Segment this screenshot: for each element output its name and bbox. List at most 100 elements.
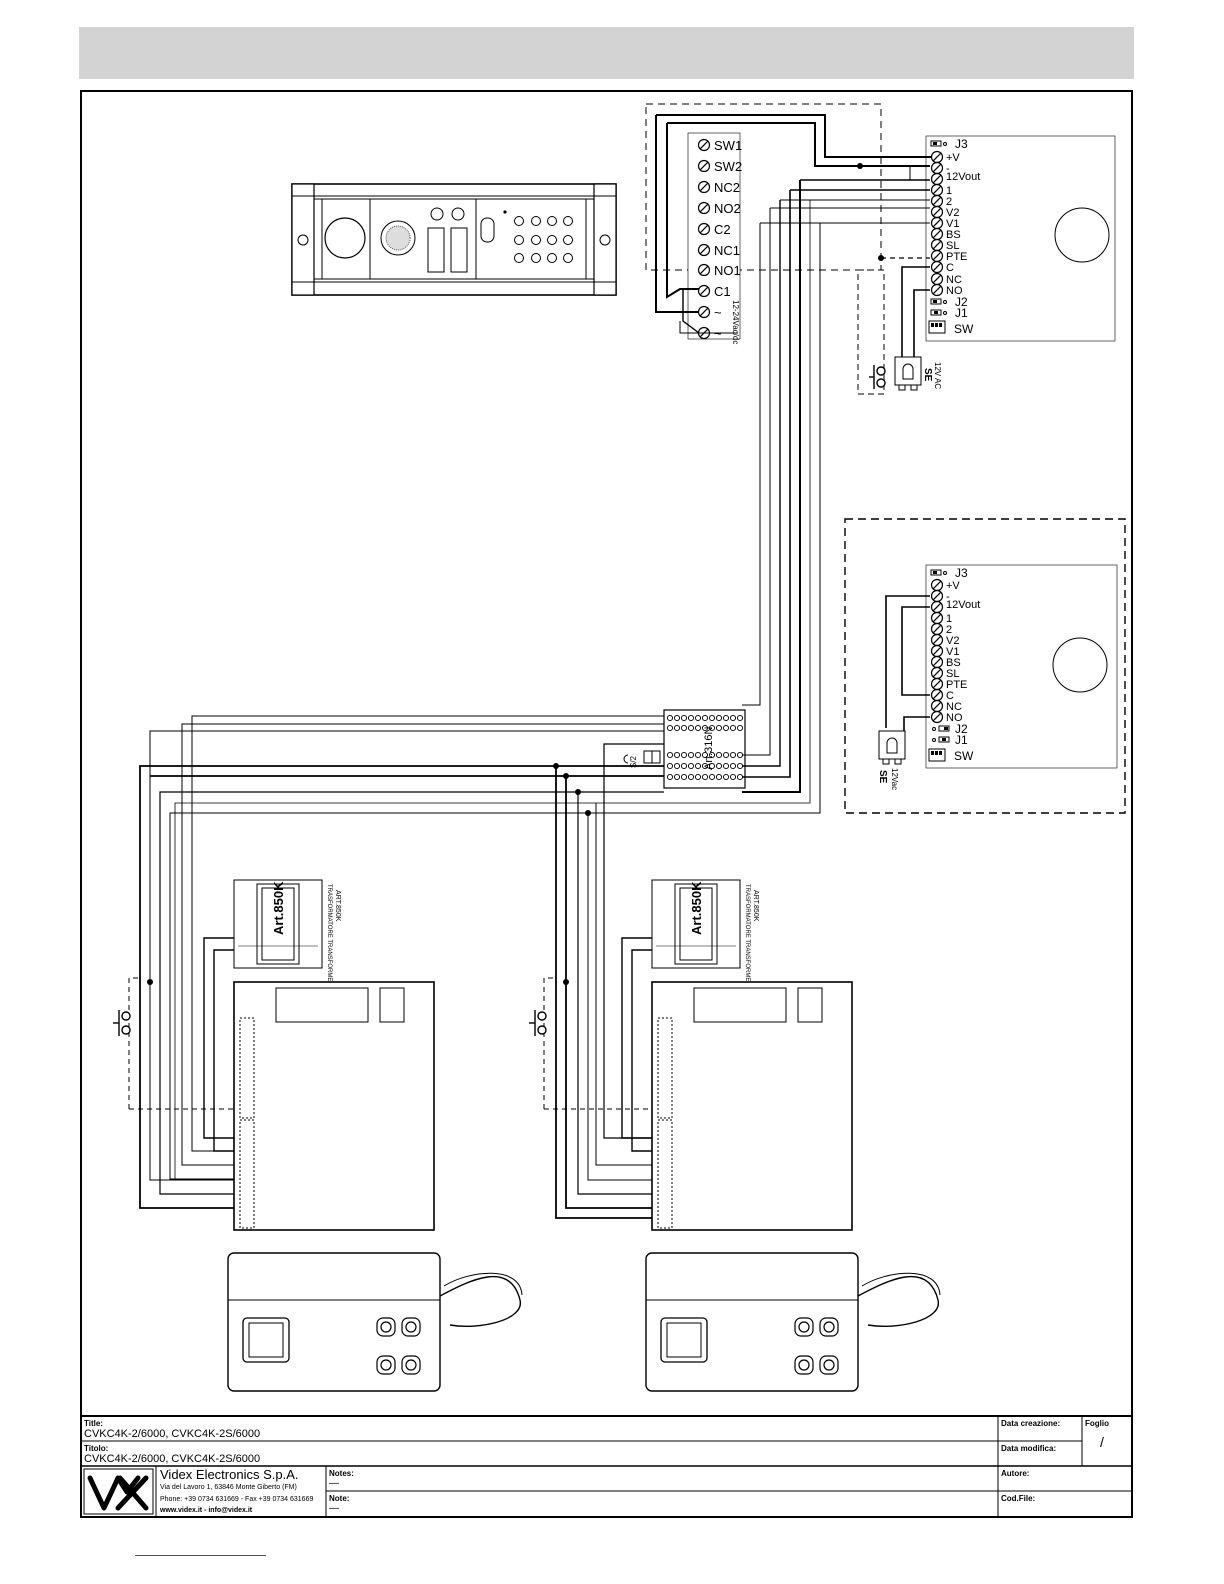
company-phone: Phone: +39 0734 631669 - Fax +39 0734 63… [160, 1496, 314, 1503]
led-indicator [451, 207, 465, 221]
keypad [514, 216, 573, 263]
transformer-2-code: ART.850K [752, 890, 759, 922]
drawing-frame [80, 90, 1133, 1518]
panel-terminal-label: C1 [714, 284, 731, 299]
svg-text:J2: J2 [955, 722, 968, 736]
camera-board-1-terminals: J3 +V - 12Vout 1 2 V2 V1 BS SL PTE C NC … [928, 137, 980, 336]
panel-terminal-label: C2 [714, 222, 731, 237]
svg-text:J1: J1 [955, 306, 968, 320]
footer-link-underline[interactable] [135, 1555, 266, 1556]
exit-button-1 [857, 269, 886, 395]
lock-2-sublabel: 12Vac [890, 768, 899, 790]
svg-text:SW: SW [954, 749, 974, 763]
electric-lock-2: SE 12Vac [877, 730, 906, 790]
jumper-label: S/2 [629, 755, 638, 768]
titolo-value: CVKC4K-2/6000, CVKC4K-2S/6000 [84, 1453, 261, 1465]
company-address: Via del Lavoro 1, 63846 Monte Giberto (F… [160, 1484, 297, 1491]
monitor-2 [645, 1252, 941, 1392]
panel-terminal-label: SW2 [714, 159, 742, 174]
transformer-1-model: Art.850K [271, 881, 286, 935]
wires [128, 114, 931, 1219]
svg-text:V2: V2 [946, 635, 959, 647]
svg-text:NO: NO [946, 285, 963, 297]
camera-lens [324, 217, 366, 259]
led-indicator [430, 207, 444, 221]
svg-text:J3: J3 [955, 566, 968, 580]
panel-terminal-label: NC2 [714, 180, 740, 195]
company-web: www.videx.it - info@videx.it [160, 1507, 253, 1514]
svg-text:J1: J1 [955, 733, 968, 747]
name-button [450, 227, 468, 273]
transformer-2-label: TRASFORMATORE TRANSFORMER [744, 884, 750, 986]
monitor-1 [227, 1252, 523, 1392]
floor-button-2 [529, 1010, 547, 1036]
notes-label: Notes: [329, 1469, 354, 1478]
notes-value: — [329, 1478, 339, 1489]
svg-text:2: 2 [946, 196, 952, 208]
panel-terminal-label: NC1 [714, 243, 740, 258]
svg-text:PTE: PTE [946, 679, 967, 691]
transformer-1-code: ART.850K [334, 890, 341, 922]
transformer-1-label: TRASFORMATORE TRANSFORMER [326, 884, 332, 986]
electric-lock-1: SE 12V AC [894, 356, 942, 391]
svg-text:J2: J2 [955, 295, 968, 309]
data-creazione-label: Data creazione: [1001, 1419, 1061, 1428]
company-name: Videx Electronics S.p.A. [160, 1467, 299, 1482]
title-block-grid [81, 1415, 1132, 1517]
name-button [427, 227, 445, 273]
svg-text:NC: NC [946, 274, 962, 286]
panel-supply-label: 12-24Vac/dc [731, 300, 740, 344]
svg-text:SW: SW [954, 322, 974, 336]
monitor-board-2 [651, 981, 853, 1231]
lock-2-label: SE [877, 770, 888, 784]
svg-text:12Vout: 12Vout [946, 599, 980, 611]
autore-label: Autore: [1001, 1469, 1030, 1478]
transformer-1: Art.850K TRASFORMATORE TRANSFORMER ART.8… [233, 879, 341, 986]
titolo-label: Titolo: [84, 1444, 109, 1453]
svg-text:V2: V2 [946, 207, 959, 219]
svg-text:SL: SL [946, 668, 959, 680]
camera-board-2-terminals: J3 +V - 12Vout 1 2 V2 V1 BS SL PTE C NC … [928, 566, 980, 763]
transformer-2-model: Art.850K [689, 881, 704, 935]
panel-terminal-label: NO1 [714, 263, 741, 278]
videx-logo [83, 1468, 154, 1515]
camera-lens-1 [1054, 207, 1110, 263]
svg-text:PTE: PTE [946, 251, 967, 263]
note-value: — [329, 1503, 339, 1514]
cod-file-label: Cod.File: [1001, 1494, 1036, 1503]
door-panel-front [291, 183, 617, 296]
floor-button-1 [113, 1010, 131, 1036]
svg-text:+V: +V [946, 152, 960, 164]
svg-text:-: - [946, 163, 950, 175]
title-value: CVKC4K-2/6000, CVKC4K-2S/6000 [84, 1428, 261, 1440]
display-window [480, 217, 495, 243]
title-label: Title: [84, 1419, 103, 1428]
svg-text:1: 1 [946, 613, 952, 625]
distributor-art316n: Art.316N S/2 [623, 709, 746, 789]
svg-text:V1: V1 [946, 218, 959, 230]
monitor-board-1 [233, 981, 435, 1231]
panel-terminal-label: ~ [714, 305, 722, 320]
svg-text:C: C [946, 262, 954, 274]
transformer-2: Art.850K TRASFORMATORE TRANSFORMER ART.8… [651, 879, 759, 986]
data-modifica-label: Data modifica: [1001, 1444, 1057, 1453]
lock-1-sublabel: 12V AC [933, 362, 942, 389]
svg-text:NC: NC [946, 701, 962, 713]
svg-text:12Vout: 12Vout [946, 171, 980, 183]
header-bar [79, 27, 1134, 79]
panel-terminal-strip: SW1 SW2 NC2 NO2 C2 NC1 NO1 C1 ~ ~ 12-24V… [697, 138, 742, 344]
foglio-label: Foglio [1085, 1419, 1109, 1428]
camera-2-enclosure [844, 518, 1126, 814]
svg-text:-: - [946, 591, 950, 603]
foglio-value: / [1100, 1434, 1104, 1450]
svg-text:BS: BS [946, 229, 961, 241]
lock-1-label: SE [922, 368, 933, 382]
svg-text:NO: NO [946, 712, 963, 724]
camera-lens-2 [1052, 637, 1108, 693]
svg-text:SL: SL [946, 240, 959, 252]
svg-text:J3: J3 [955, 137, 968, 151]
svg-text:V1: V1 [946, 646, 959, 658]
svg-text:2: 2 [946, 624, 952, 636]
distributor-model: Art.316N [703, 727, 715, 770]
